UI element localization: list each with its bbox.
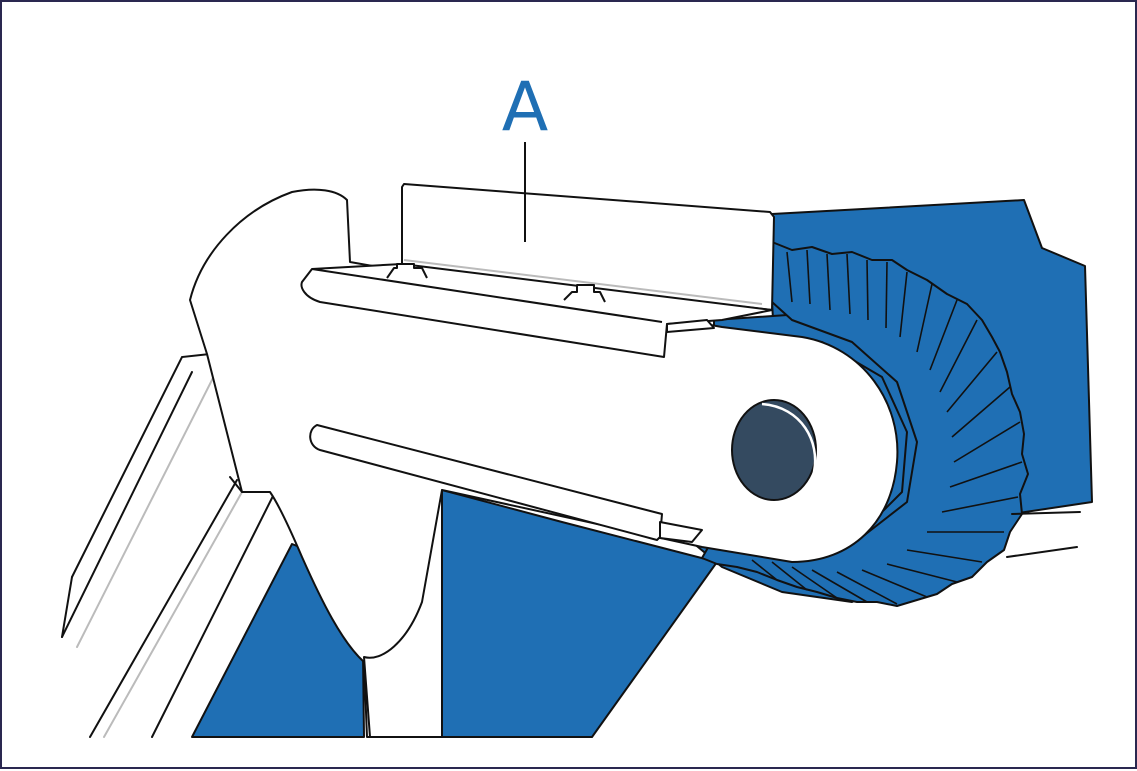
lower-slot [309,424,703,543]
callout-a: A [502,68,549,242]
guide-shelf [300,183,775,358]
guide-shelf-plate [300,263,773,358]
arm-assembly [189,188,899,738]
stand-post [363,489,443,738]
guide-fold-line [311,268,663,323]
callout-label: A [502,68,549,147]
guide-clip-left [386,263,428,279]
hub-knob[interactable] [731,399,817,509]
lower-slot-tab [659,521,703,543]
left-rails [61,353,1081,738]
flute-lines [751,249,1023,605]
guide-tab [666,319,715,333]
guide-inner-line [403,259,763,305]
arm-body [189,188,899,738]
guide-clip-right [563,284,606,303]
